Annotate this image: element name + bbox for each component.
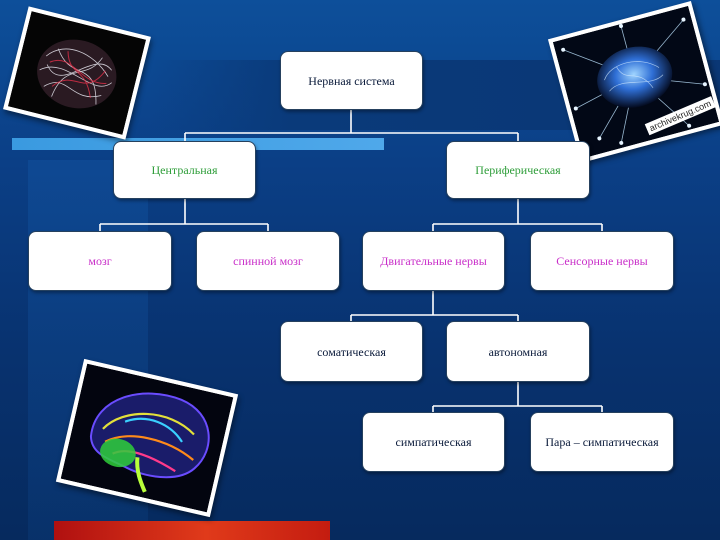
node-label: автономная	[488, 344, 548, 359]
node-brain: мозг	[28, 231, 172, 291]
node-peripheral: Периферическая	[446, 141, 590, 199]
node-label: мозг	[88, 254, 112, 268]
node-sensory-nerves: Сенсорные нервы	[530, 231, 674, 291]
node-central: Центральная	[113, 141, 256, 199]
node-motor-nerves: Двигательные нервы	[362, 231, 505, 291]
node-autonomic: автономная	[446, 321, 590, 382]
node-sympathetic: симпатическая	[362, 412, 505, 472]
node-label: Центральная	[151, 163, 218, 177]
brain-scan-icon	[7, 11, 147, 135]
brain-mri-icon	[60, 363, 234, 513]
node-label: Двигательные нервы	[380, 254, 487, 268]
brain-mri-photo	[55, 358, 239, 518]
node-label: Пара – симпатическая	[545, 435, 659, 449]
node-parasympathetic: Пара – симпатическая	[530, 412, 674, 472]
node-nervous-system: Нервная система	[280, 51, 423, 110]
node-somatic: соматическая	[280, 321, 423, 382]
node-label: Периферическая	[475, 163, 561, 177]
node-label: спинной мозг	[233, 254, 303, 268]
node-label: Нервная система	[308, 73, 395, 88]
node-label: соматическая	[317, 344, 386, 359]
accent-bar-red	[54, 521, 330, 540]
node-spinal-cord: спинной мозг	[196, 231, 340, 291]
node-label: симпатическая	[395, 435, 472, 449]
node-label: Сенсорные нервы	[556, 254, 648, 268]
brain-scan-photo	[3, 6, 151, 140]
glowing-brain-photo: archivekrug.com	[547, 1, 720, 163]
